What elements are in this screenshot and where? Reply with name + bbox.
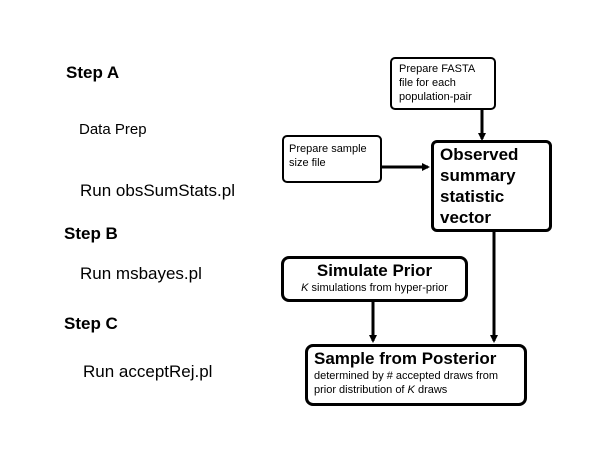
simulate-prior-box: Simulate Prior K simulations from hyper-… bbox=[281, 256, 468, 302]
sample-posterior-line2-pre: prior distribution of bbox=[314, 384, 408, 396]
sample-posterior-box: Sample from Posterior determined by # ac… bbox=[305, 344, 527, 406]
prepare-sample-size-text: Prepare sample size file bbox=[289, 143, 367, 169]
sample-posterior-line2-post: draws bbox=[414, 384, 448, 396]
simulate-prior-k: K bbox=[301, 282, 309, 294]
simulate-prior-desc: K simulations from hyper-prior bbox=[284, 281, 465, 295]
step-b-label: Step B bbox=[64, 224, 118, 243]
sample-posterior-title: Sample from Posterior bbox=[314, 349, 497, 368]
prepare-fasta-text: Prepare FASTA file for each population-p… bbox=[399, 63, 475, 103]
run-acceptrej-label: Run acceptRej.pl bbox=[83, 362, 213, 381]
simulate-prior-title: Simulate Prior bbox=[316, 261, 433, 280]
observed-summary-text: Observed summary statistic vector bbox=[440, 145, 519, 227]
prepare-sample-size-box: Prepare sample size file bbox=[282, 135, 382, 183]
step-c-label: Step C bbox=[64, 314, 118, 333]
observed-summary-box: Observed summary statistic vector bbox=[431, 140, 552, 232]
step-a-label: Step A bbox=[66, 63, 120, 82]
sample-posterior-line2: prior distribution of K draws bbox=[314, 383, 518, 397]
run-msbayes-label: Run msbayes.pl bbox=[80, 264, 202, 283]
run-obssumstats-label: Run obsSumStats.pl bbox=[80, 181, 235, 200]
sample-posterior-k: K bbox=[407, 384, 415, 396]
simulate-prior-rest: simulations from hyper-prior bbox=[308, 282, 448, 294]
sample-posterior-line1: determined by # accepted draws from bbox=[314, 370, 499, 382]
data-prep-label: Data Prep bbox=[79, 121, 147, 138]
prepare-fasta-box: Prepare FASTA file for each population-p… bbox=[390, 57, 496, 110]
